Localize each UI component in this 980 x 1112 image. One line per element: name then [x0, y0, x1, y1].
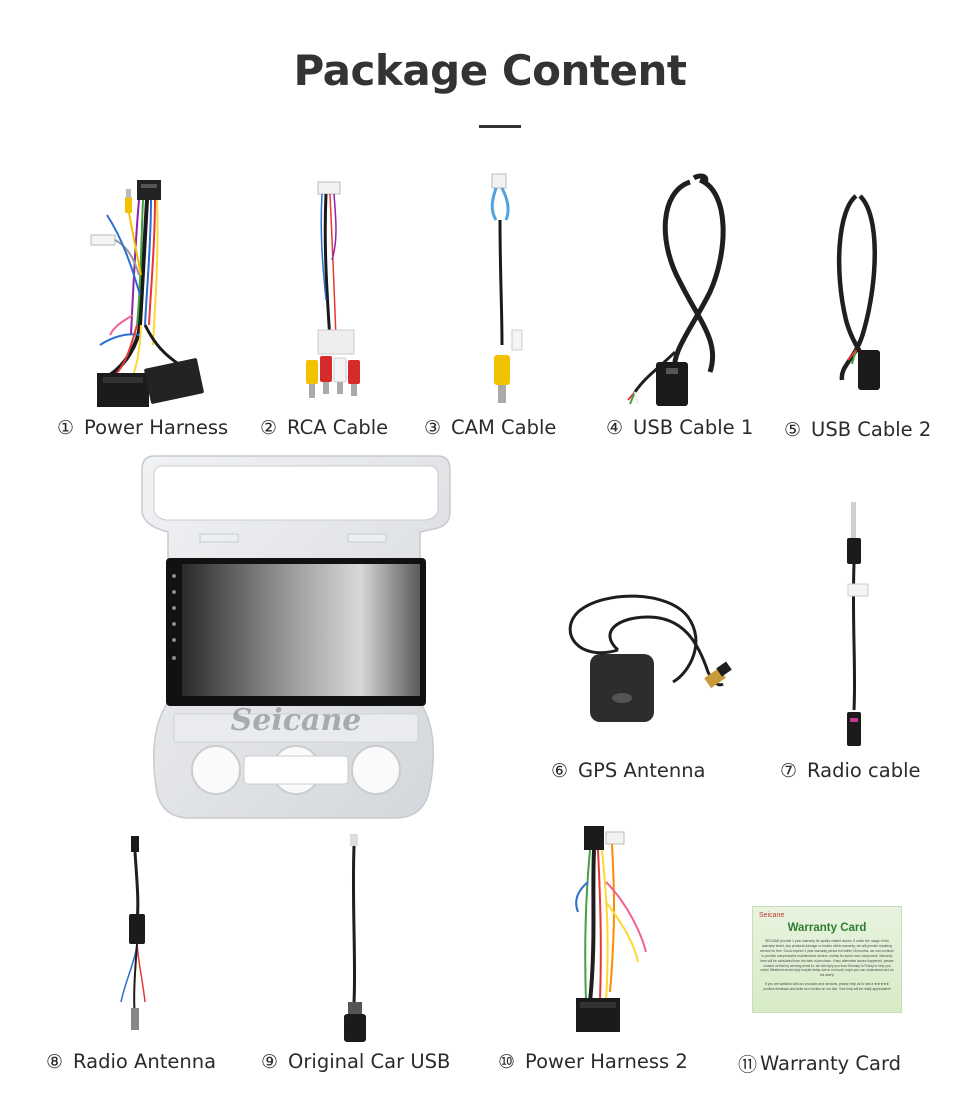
warranty-title: Warranty Card [787, 922, 867, 934]
item-number: ② [260, 416, 278, 439]
item-caption: ⑤ USB Cable 2 [784, 418, 931, 441]
item-number: ④ [606, 416, 624, 439]
item-label: USB Cable 2 [811, 418, 932, 441]
warranty-card-image: Seicane Warranty Card SEICANE provide 1 … [752, 906, 902, 1013]
item-caption: ① Power Harness [57, 416, 228, 439]
item-label: Original Car USB [288, 1050, 451, 1073]
page-title: Package Content [293, 46, 687, 95]
item-label: Radio cable [807, 759, 921, 782]
item-number: ⑨ [261, 1050, 279, 1073]
item-number: ⑪ [738, 1054, 758, 1076]
item-label: USB Cable 1 [633, 416, 754, 439]
item-number: ⑧ [46, 1050, 64, 1073]
head-unit-image: Seicane [140, 452, 452, 822]
item-label: Power Harness 2 [525, 1050, 688, 1073]
item-caption: ⑥ GPS Antenna [551, 759, 706, 782]
item-number: ⑩ [498, 1050, 516, 1073]
item-number: ⑥ [551, 759, 569, 782]
usb-cable-2-image [820, 190, 890, 395]
item-number: ⑤ [784, 418, 802, 441]
item-caption: ② RCA Cable [260, 416, 388, 439]
power-harness-2-image [566, 822, 656, 1044]
item-caption: ⑦ Radio cable [780, 759, 921, 782]
item-number: ⑦ [780, 759, 798, 782]
item-label: Power Harness [84, 416, 229, 439]
item-caption: ⑧ Radio Antenna [46, 1050, 216, 1073]
warranty-brand: Seicane [759, 912, 785, 919]
item-caption: ⑪ Warranty Card [738, 1050, 901, 1077]
radio-antenna-image [115, 832, 165, 1037]
item-label: RCA Cable [287, 416, 389, 439]
original-car-usb-image [336, 832, 376, 1047]
item-number: ① [57, 416, 75, 439]
warranty-footer: If you are satisfied with our products a… [763, 982, 891, 992]
item-label: Warranty Card [760, 1052, 902, 1075]
item-caption: ④ USB Cable 1 [606, 416, 753, 439]
gps-antenna-image [558, 592, 738, 732]
radio-cable-image [836, 500, 872, 750]
item-label: CAM Cable [451, 416, 557, 439]
item-number: ③ [424, 416, 442, 439]
power-harness-image [85, 175, 215, 415]
cam-cable-image [482, 170, 532, 410]
item-caption: ⑩ Power Harness 2 [498, 1050, 688, 1073]
item-label: GPS Antenna [578, 759, 706, 782]
warranty-body: SEICANE provide 1 year warranty for qual… [760, 939, 894, 978]
item-caption: ⑨ Original Car USB [261, 1050, 450, 1073]
item-label: Radio Antenna [73, 1050, 217, 1073]
item-caption: ③ CAM Cable [424, 416, 556, 439]
title-underline [479, 125, 521, 128]
rca-cable-image [300, 180, 370, 410]
seicane-watermark: Seicane [231, 703, 362, 738]
usb-cable-1-image [620, 172, 740, 412]
